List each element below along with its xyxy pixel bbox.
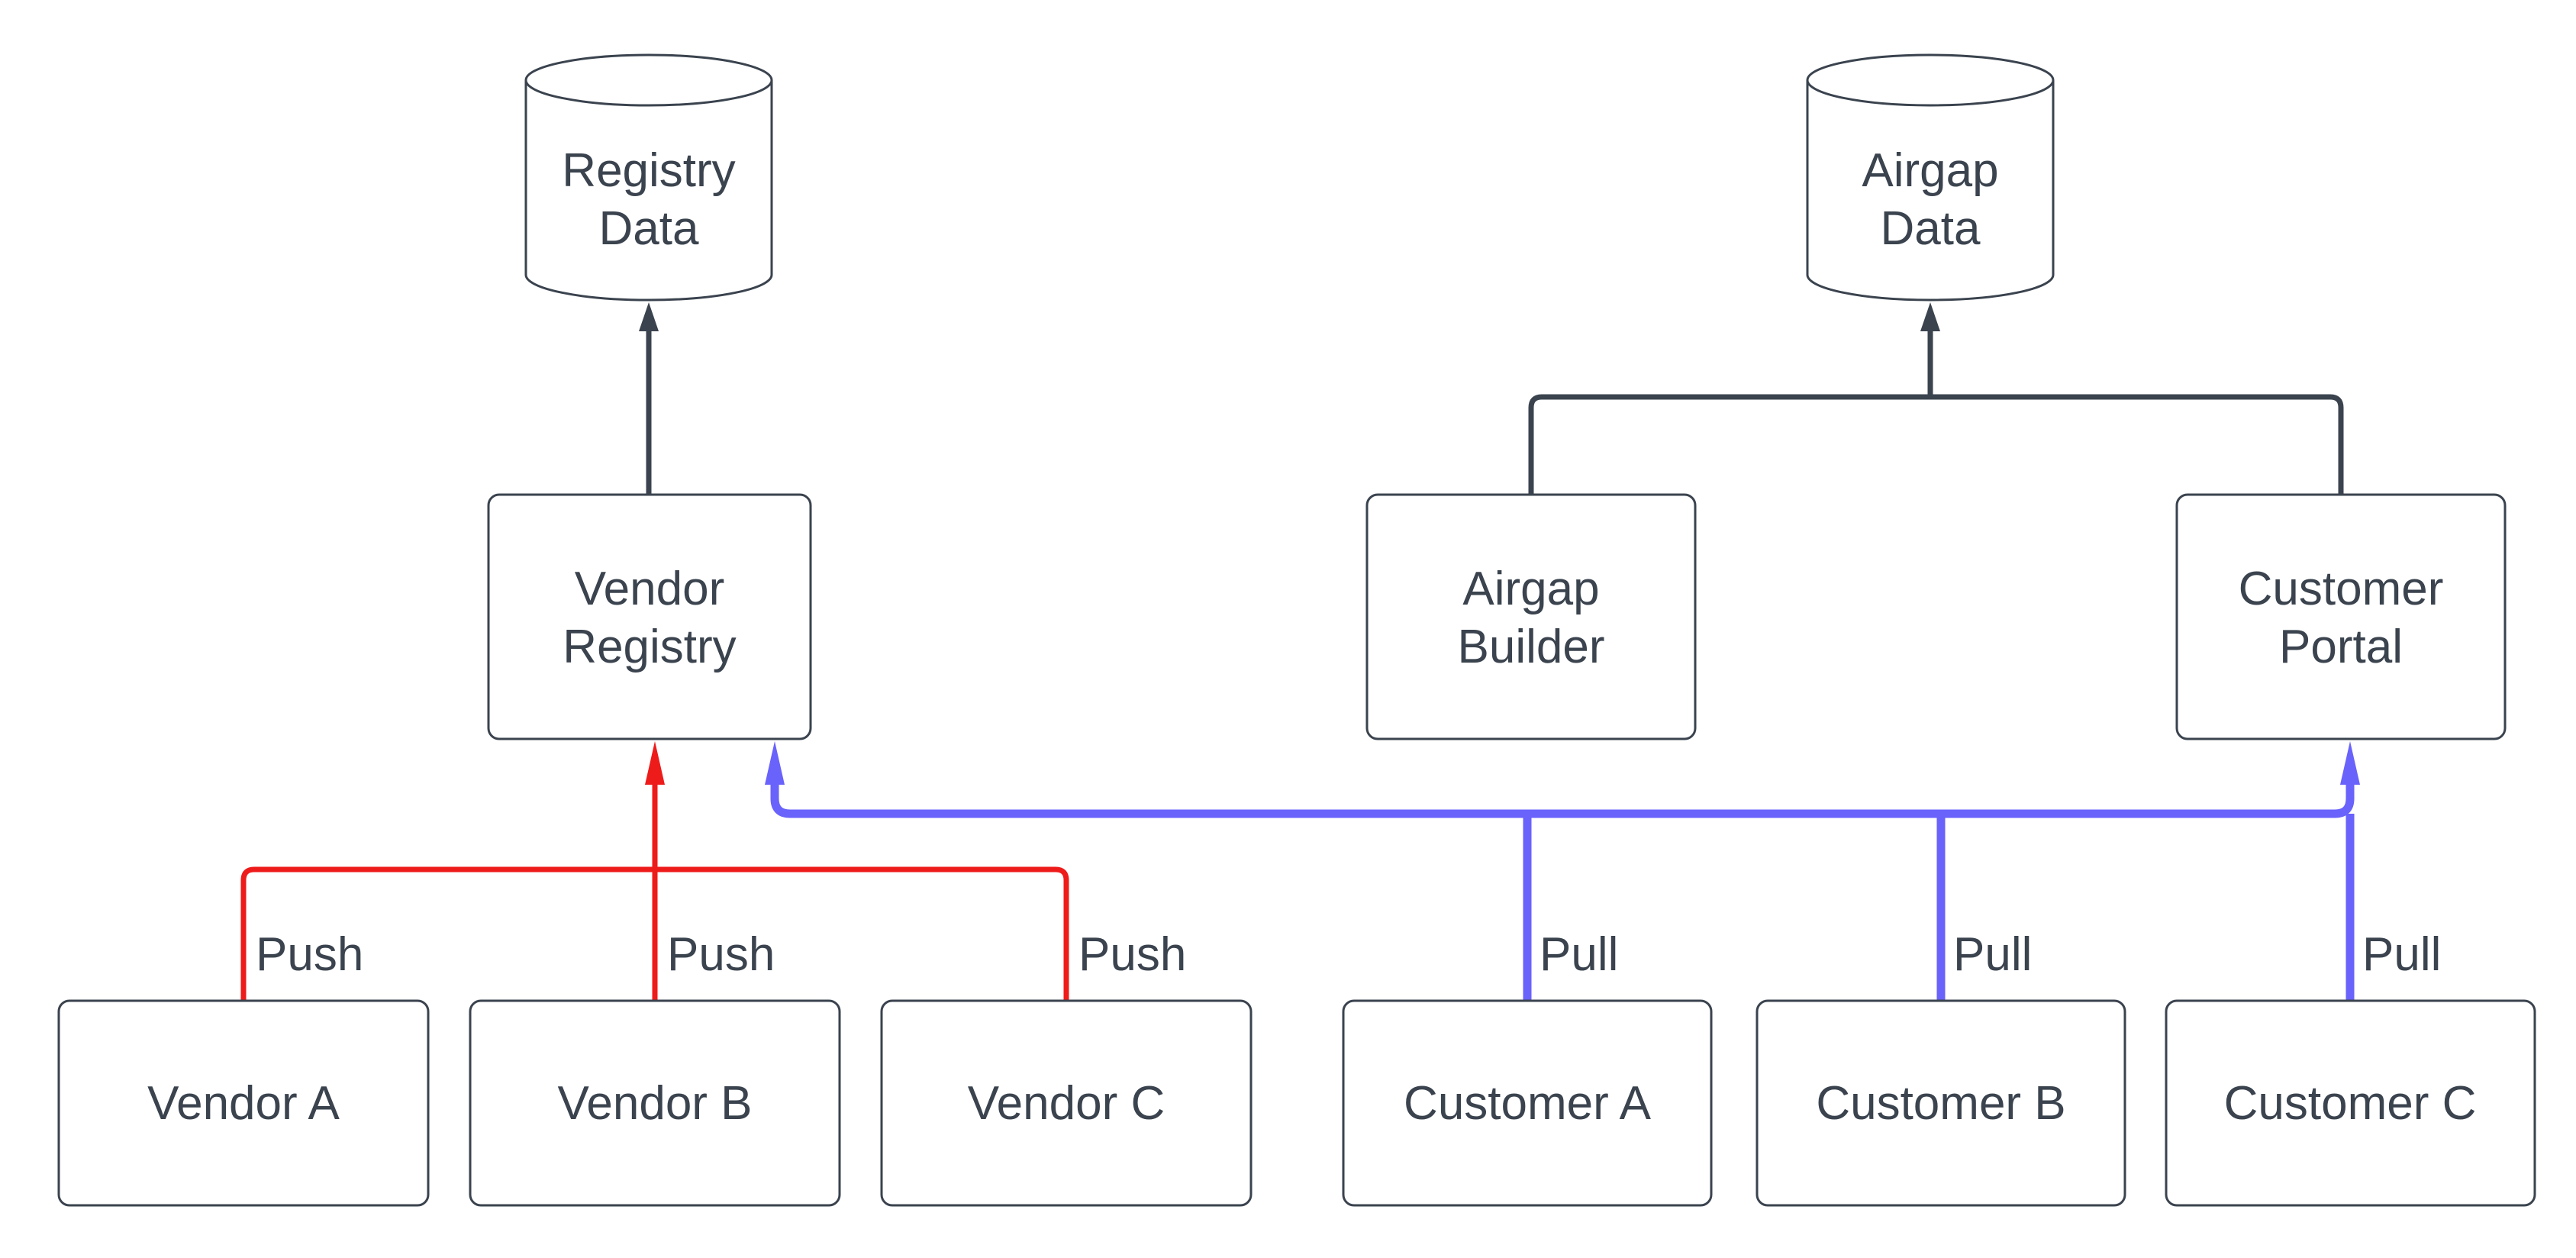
pull-label-customer-b: Pull (1953, 928, 2032, 981)
dark-edges (639, 302, 2344, 495)
vendor-a-label: Vendor A (147, 1077, 340, 1130)
customer-a-label: Customer A (1404, 1077, 1652, 1130)
customer-portal-label-line2: Portal (2279, 621, 2403, 673)
vendor-a-box (57, 999, 430, 1207)
airgap-builder-label-line1: Airgap (1462, 563, 1599, 615)
node-vendor-registry: Vendor Registry (487, 493, 812, 740)
arrowhead-to-airgap-data-icon (1920, 302, 1940, 331)
arrowhead-to-registry-data-icon (639, 302, 659, 331)
customer-a-box (1342, 999, 1713, 1207)
node-vendor-c: Vendor C (880, 999, 1253, 1207)
pull-edges: Pull Pull Pull (765, 741, 2441, 1001)
node-customer-b: Customer B (1755, 999, 2126, 1207)
customer-b-box (1755, 999, 2126, 1207)
node-customer-portal: Customer Portal (2175, 493, 2507, 740)
push-label-vendor-c: Push (1078, 928, 1186, 981)
vendor-registry-label-line1: Vendor (575, 563, 725, 615)
airgap-builder-label-line2: Builder (1458, 621, 1605, 673)
customer-c-box (2165, 999, 2536, 1207)
arrowhead-push-to-vendor-registry-icon (645, 741, 665, 785)
arrowhead-pull-to-customer-portal-icon (2340, 741, 2360, 785)
airgap-data-cylinder-body (1806, 80, 2055, 302)
node-customer-c: Customer C (2165, 999, 2536, 1207)
edge-customers-pull-bus (770, 785, 2355, 818)
vendor-registry-label-line2: Registry (563, 621, 736, 673)
pull-label-customer-c: Pull (2362, 928, 2441, 981)
vendor-c-box (880, 999, 1253, 1207)
node-customer-a: Customer A (1342, 999, 1713, 1207)
airgap-data-label-line2: Data (1881, 202, 1981, 255)
registry-data-label-line1: Registry (562, 144, 735, 197)
airgap-data-cylinder-top (1806, 53, 2055, 107)
registry-data-label-line2: Data (599, 202, 699, 255)
airgap-data-label-line1: Airgap (1862, 144, 1998, 197)
customer-portal-box (2175, 493, 2507, 740)
registry-data-cylinder-body (524, 80, 773, 302)
airgap-builder-box (1365, 493, 1697, 740)
registry-data-cylinder-top (524, 53, 773, 107)
push-label-vendor-a: Push (256, 928, 363, 981)
customer-c-label: Customer C (2224, 1077, 2477, 1130)
push-edges: Push Push Push (240, 741, 1186, 1001)
vendor-c-label: Vendor C (968, 1077, 1165, 1130)
node-vendor-b: Vendor B (469, 999, 841, 1207)
arrowhead-pull-to-vendor-registry-icon (765, 741, 785, 785)
vendor-b-box (469, 999, 841, 1207)
datastore-registry-data: Registry Data (524, 53, 773, 302)
push-label-vendor-b: Push (667, 928, 775, 981)
node-vendor-a: Vendor A (57, 999, 430, 1207)
vendor-b-label: Vendor B (557, 1077, 752, 1130)
node-airgap-builder: Airgap Builder (1365, 493, 1697, 740)
vendor-registry-box (487, 493, 812, 740)
customer-portal-label-line1: Customer (2239, 563, 2444, 615)
pull-label-customer-a: Pull (1539, 928, 1618, 981)
datastore-airgap-data: Airgap Data (1806, 53, 2055, 302)
edge-builder-portal-bus (1528, 394, 2344, 495)
customer-b-label: Customer B (1816, 1077, 2065, 1130)
